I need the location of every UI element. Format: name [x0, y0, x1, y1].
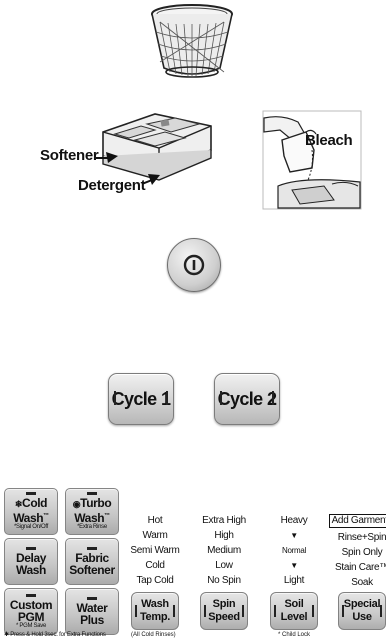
turbo-wash-button[interactable]: ◉Turbo Wash™ *Extra Rinse: [65, 488, 119, 535]
turbo-icon: ◉: [72, 499, 81, 509]
delay-wash-line1: Delay: [15, 551, 47, 565]
cycle-2-button[interactable]: Cycle 2: [214, 373, 280, 425]
spin-speed-button[interactable]: Spin Speed: [200, 592, 248, 630]
detergent-callout-label: Detergent: [78, 177, 146, 194]
power-icon: [183, 254, 205, 276]
detergent-drawer-illustration: [102, 113, 212, 181]
soil-level-heavy: Heavy: [280, 515, 308, 526]
fabric-softener-button[interactable]: Fabric Softener: [65, 538, 119, 585]
soil-level-options: Heavy ▼ Normal ▼ Light: [259, 513, 329, 588]
water-plus-button[interactable]: Water Plus: [65, 588, 119, 635]
custom-pgm-sub-label: * PGM Save: [15, 622, 46, 629]
turbo-wash-indicator: [87, 492, 97, 495]
child-lock-note: * Child Lock: [278, 632, 311, 638]
water-plus-line2: Plus: [80, 613, 104, 627]
custom-pgm-line2: PGM: [17, 609, 45, 624]
cold-wash-line1: ❄Cold: [14, 496, 48, 510]
wash-temp-button-line2: Temp.: [139, 611, 171, 623]
soil-level-normal: Normal: [282, 546, 306, 555]
spin-speed-option: No Spin: [207, 575, 241, 586]
custom-pgm-line1: Custom: [9, 597, 53, 612]
bleach-pouring-illustration: [262, 110, 362, 210]
wash-temp-button[interactable]: Wash Temp.: [131, 592, 179, 630]
spin-speed-option: Extra High: [202, 515, 246, 526]
soil-level-button-line1: Soil: [284, 598, 304, 610]
wash-temp-option: Hot: [147, 515, 163, 526]
soil-level-button[interactable]: Soil Level: [270, 592, 318, 630]
cycle-1-button[interactable]: Cycle 1: [108, 373, 174, 425]
wash-temp-options: Hot Warm Semi Warm Cold Tap Cold: [120, 513, 190, 588]
dispenser-basket-illustration: [151, 4, 233, 78]
spin-speed-option: Medium: [207, 545, 241, 556]
custom-pgm-indicator: [26, 593, 36, 597]
wash-temp-option: Cold: [145, 560, 165, 571]
wash-temp-option: Tap Cold: [136, 575, 174, 586]
special-use-option: Spin Only: [341, 547, 383, 558]
special-use-option: Soak: [351, 577, 373, 588]
turbo-wash-line1: ◉Turbo: [72, 496, 112, 510]
press-hold-note: ✱ Press & Hold 3sec. for Extra Functions: [4, 632, 106, 638]
cold-wash-indicator: [26, 492, 36, 495]
delay-wash-indicator: [26, 547, 36, 550]
soil-level-down-arrow-icon: ▼: [290, 561, 298, 570]
wash-temp-option: Warm: [142, 530, 168, 541]
custom-pgm-button[interactable]: Custom PGM * PGM Save: [4, 588, 58, 635]
special-use-option: Rinse+Spin: [337, 532, 386, 543]
bleach-callout-label: Bleach: [305, 132, 353, 149]
soil-level-light: Light: [283, 575, 305, 586]
wash-temp-button-line1: Wash: [141, 598, 169, 610]
cold-wash-line2: Wash™: [13, 511, 49, 525]
spin-speed-option: High: [214, 530, 234, 541]
spin-speed-option: Low: [215, 560, 233, 571]
softener-callout-label: Softener: [40, 147, 99, 164]
cold-wash-button[interactable]: ❄Cold Wash™ *Signal On/Off: [4, 488, 58, 535]
soil-level-button-line2: Level: [280, 611, 308, 623]
fabric-softener-line2: Softener: [69, 563, 115, 577]
turbo-wash-line2: Wash™: [74, 511, 110, 525]
special-use-button-line2: Use: [352, 611, 372, 623]
special-use-options: Add Garments Rinse+Spin Spin Only Stain …: [327, 513, 386, 590]
spin-speed-button-line2: Speed: [208, 611, 240, 623]
fabric-softener-line1: Fabric: [75, 551, 109, 565]
softener-pointer-arrow: [96, 152, 118, 163]
water-plus-indicator: [87, 597, 97, 600]
snowflake-icon: ❄: [14, 499, 23, 509]
spin-speed-button-line1: Spin: [212, 598, 236, 610]
delay-wash-line2: Wash: [16, 563, 46, 577]
all-cold-rinses-note: (All Cold Rinses): [131, 632, 176, 638]
delay-wash-button[interactable]: Delay Wash: [4, 538, 58, 585]
cycle-1-label: Cycle 1: [111, 388, 171, 409]
water-plus-line1: Water: [76, 601, 108, 615]
special-use-button[interactable]: Special Use: [338, 592, 386, 630]
power-button[interactable]: [167, 238, 221, 292]
wash-temp-option: Semi Warm: [130, 545, 180, 556]
fabric-softener-indicator: [87, 547, 97, 550]
turbo-wash-sub-label: *Extra Rinse: [77, 524, 107, 530]
special-use-button-line1: Special: [343, 598, 381, 610]
special-use-option-add-garments: Add Garments: [328, 514, 386, 528]
soil-level-down-arrow-icon: ▼: [290, 531, 298, 540]
detergent-pointer-arrow: [142, 174, 160, 185]
cold-wash-sub-label: *Signal On/Off: [13, 524, 49, 530]
spin-speed-options: Extra High High Medium Low No Spin: [189, 513, 259, 588]
special-use-option: Stain Care™: [335, 562, 386, 573]
cycle-2-label: Cycle 2: [217, 388, 277, 409]
